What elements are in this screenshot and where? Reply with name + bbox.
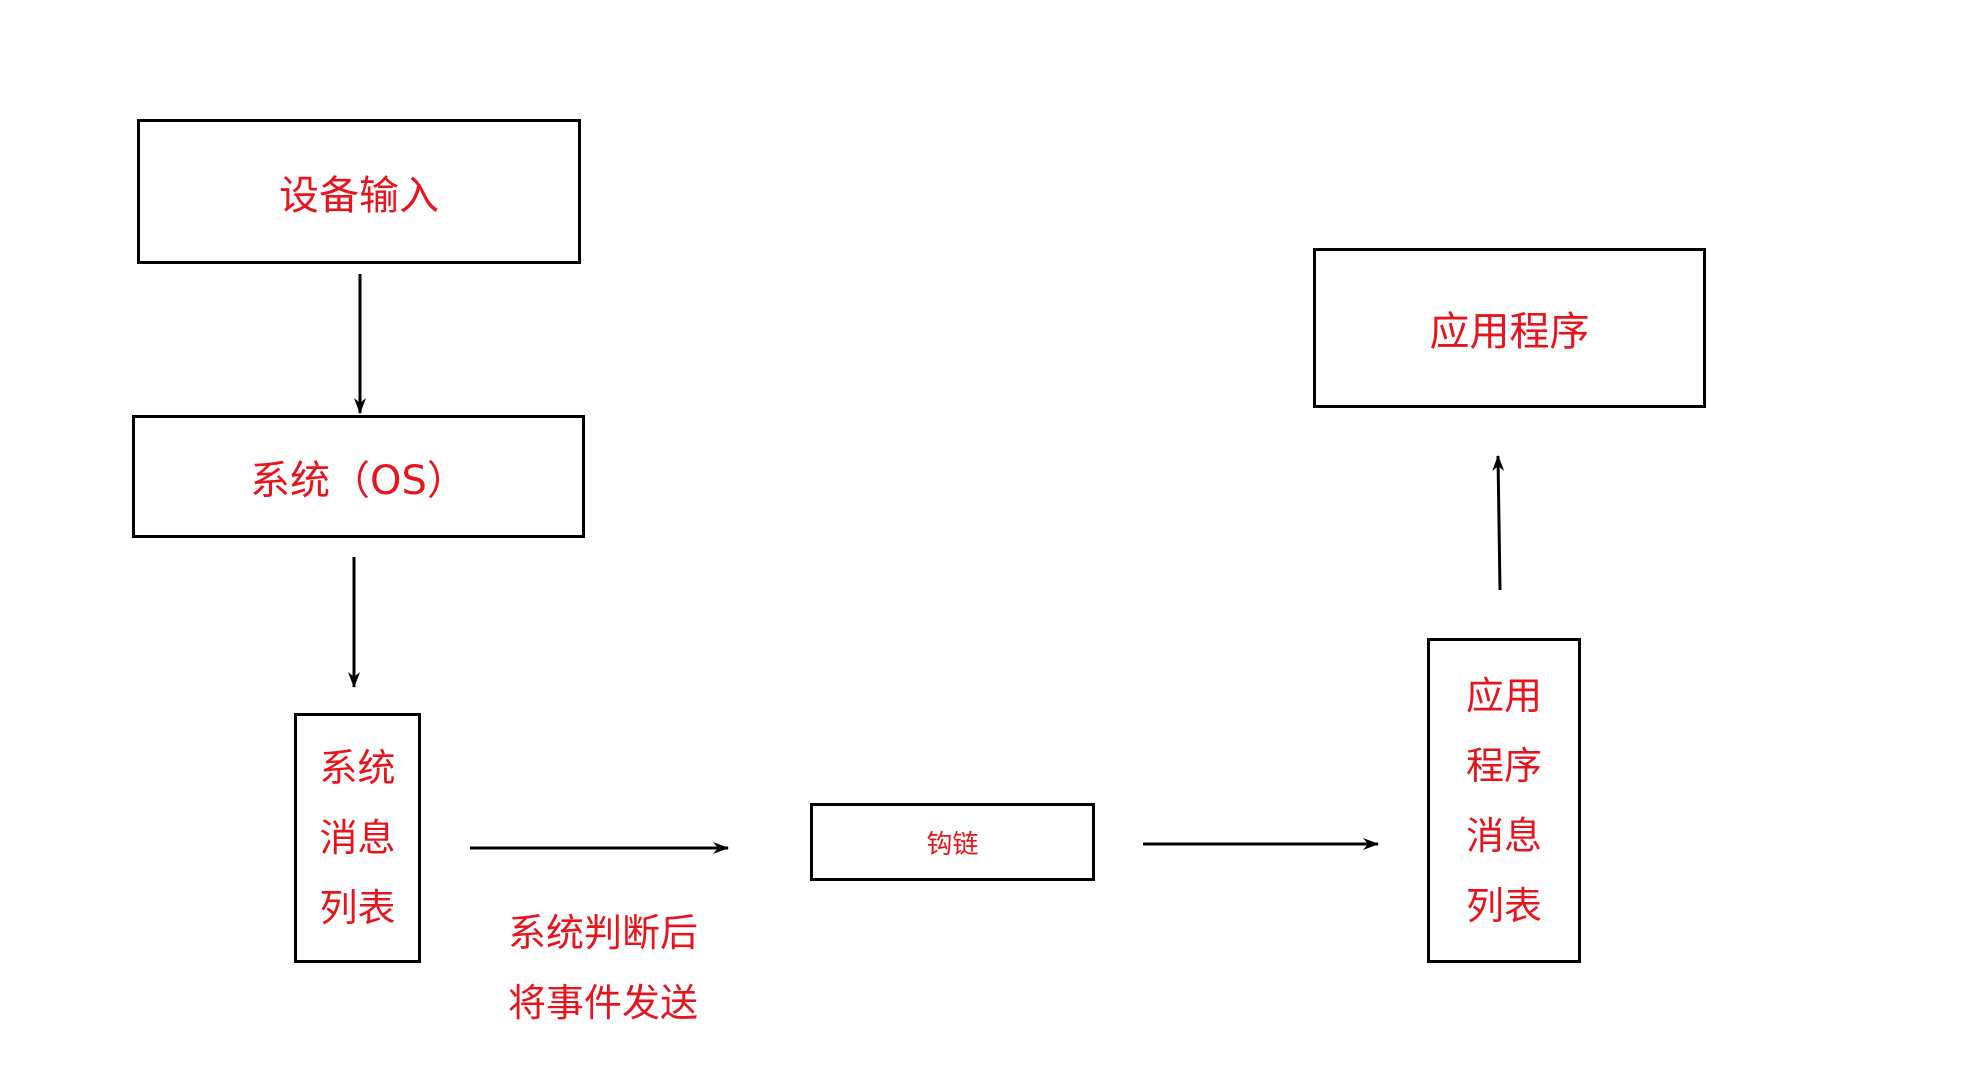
app-queue-label-line-3: 消息 — [1465, 813, 1542, 858]
hook-chain-label: 钩链 — [926, 829, 979, 860]
app-queue-label-line-1: 应用 — [1465, 673, 1542, 718]
app-queue-label-line-2: 程序 — [1465, 743, 1542, 788]
system-queue-label-line-3: 列表 — [319, 886, 396, 930]
arrow-app-queue-to-application — [1492, 455, 1505, 591]
edge-label-line-1: 系统判断后 — [507, 911, 698, 955]
hook-chain-node: 钩链 — [810, 803, 1095, 881]
edge-label-dispatch: 系统判断后 将事件发送 — [478, 898, 728, 1038]
system-queue-label-line-1: 系统 — [319, 746, 396, 790]
edge-label-line-2: 将事件发送 — [507, 981, 698, 1025]
system-message-queue-node: 系统 消息 列表 — [294, 713, 421, 963]
system-os-label: 系统（OS） — [250, 457, 467, 504]
system-os-node: 系统（OS） — [132, 415, 585, 538]
application-label: 应用程序 — [1429, 309, 1590, 355]
app-queue-label-line-4: 列表 — [1465, 883, 1542, 928]
app-message-queue-node: 应用 程序 消息 列表 — [1427, 638, 1581, 963]
system-queue-label-line-2: 消息 — [319, 816, 396, 860]
device-input-label: 设备输入 — [279, 172, 439, 219]
device-input-node: 设备输入 — [137, 119, 581, 264]
application-node: 应用程序 — [1313, 248, 1706, 408]
